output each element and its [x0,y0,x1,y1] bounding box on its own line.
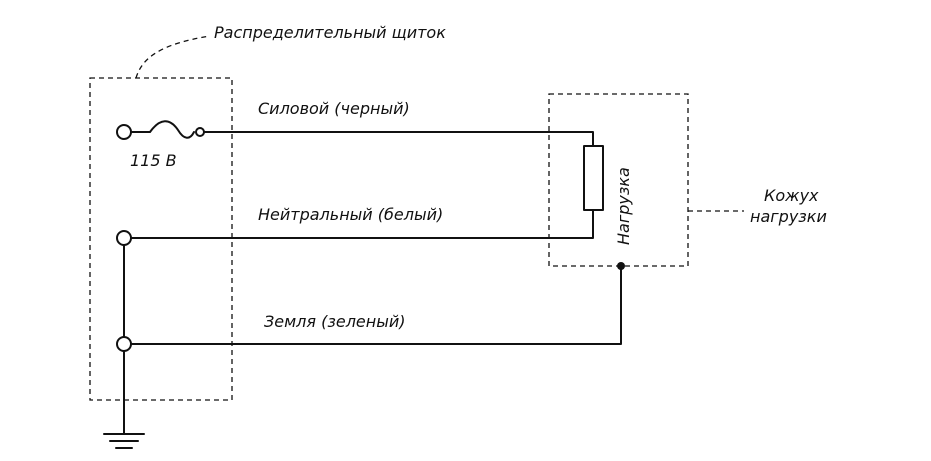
housing-ground-junction [617,262,625,270]
panel-label-leader [135,35,211,79]
neutral-terminal [116,230,132,246]
housing-label-line2: нагрузки [750,207,827,226]
fuse-icon [130,120,195,139]
ground-wire [130,265,622,345]
live-terminal [116,124,132,140]
load-label: Нагрузка [614,167,633,245]
housing-label-line1: Кожух [764,186,819,205]
ground-wire-label: Земля (зеленый) [264,312,406,331]
voltage-label: 115 В [130,151,177,170]
live-wire [203,131,594,147]
neutral-wire-label: Нейтральный (белый) [258,205,443,224]
fuse-terminal [195,127,205,137]
distribution-panel-box [89,77,233,401]
panel-label: Распределительный щиток [214,23,446,42]
live-wire-label: Силовой (черный) [258,99,410,118]
neutral-wire [130,209,594,239]
ground-terminal [116,336,132,352]
load-resistor-icon [583,145,604,211]
